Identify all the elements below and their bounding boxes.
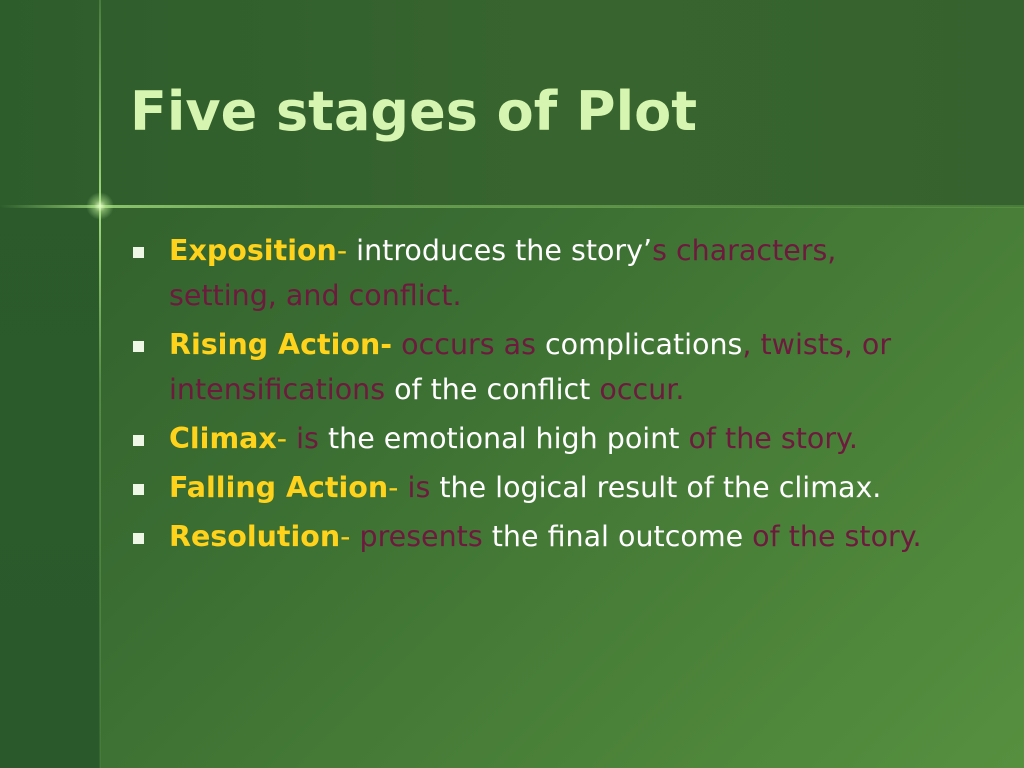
square-bullet-icon xyxy=(133,247,144,258)
definition-text: occur. xyxy=(590,373,685,406)
definition-text: occurs as xyxy=(392,328,546,361)
term-rising-action: Rising Action- xyxy=(169,328,393,361)
term-climax: Climax xyxy=(169,422,277,455)
title-band xyxy=(0,0,1024,207)
square-bullet-icon xyxy=(133,435,144,446)
term-dash: - xyxy=(336,234,348,267)
definition-text: of the story. xyxy=(679,422,858,455)
square-bullet-icon xyxy=(133,341,144,352)
bullet-list: Exposition- introduces the story’s chara… xyxy=(130,228,930,563)
definition-text: of the story. xyxy=(743,520,922,553)
bullet-falling-action: Falling Action- is the logical result of… xyxy=(130,465,930,510)
definition-text: of the conflict xyxy=(385,373,591,406)
definition-text: , twists, or intensifications xyxy=(169,328,892,406)
definition-text: presents xyxy=(350,520,483,553)
term-dash: - xyxy=(276,422,288,455)
bullet-resolution: Resolution- presents the final outcome o… xyxy=(130,514,930,559)
bullet-climax: Climax- is the emotional high point of t… xyxy=(130,416,930,461)
slide-title: Five stages of Plot xyxy=(130,80,698,143)
definition-text: complications xyxy=(545,328,743,361)
definition-text: is xyxy=(398,471,431,504)
term-dash: - xyxy=(340,520,351,553)
definition-text: introduces the story’ xyxy=(347,234,653,267)
definition-text: the logical result of the climax. xyxy=(430,471,882,504)
term-falling-action: Falling Action xyxy=(169,471,389,504)
term-exposition: Exposition xyxy=(169,234,337,267)
definition-text: the final outcome xyxy=(482,520,744,553)
square-bullet-icon xyxy=(133,533,144,544)
term-resolution: Resolution xyxy=(169,520,341,553)
definition-text: the emotional high point xyxy=(318,422,680,455)
bullet-exposition: Exposition- introduces the story’s chara… xyxy=(130,228,930,318)
definition-text: is xyxy=(287,422,319,455)
term-dash: - xyxy=(388,471,399,504)
vertical-accent-line xyxy=(99,0,101,768)
square-bullet-icon xyxy=(133,484,144,495)
sparkle-icon xyxy=(86,192,114,220)
bullet-rising-action: Rising Action- occurs as complications, … xyxy=(130,322,930,412)
definition-text: s characters, setting, and conflict. xyxy=(169,234,837,312)
horizontal-accent-line xyxy=(0,205,1024,208)
